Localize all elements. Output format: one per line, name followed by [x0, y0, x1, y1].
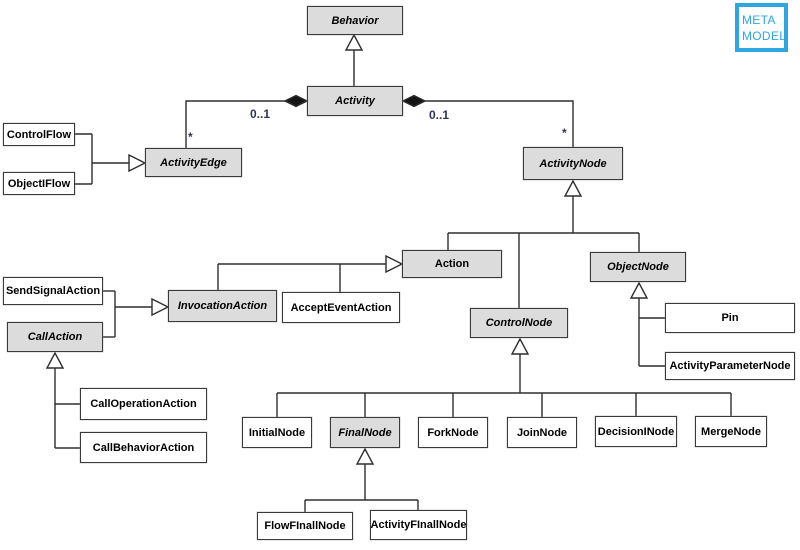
- generalization-arrow-icon: [128, 153, 147, 173]
- class-box-activitynode: ActivityNode: [523, 147, 623, 180]
- class-label: FlowFInallNode: [264, 520, 346, 532]
- class-box-objectnode: ObjectNode: [590, 252, 686, 282]
- class-label: AcceptEventAction: [290, 301, 392, 314]
- generalization-arrow-icon: [151, 297, 170, 317]
- composition-activity-activitynode: [401, 94, 574, 147]
- class-box-controlflow: ControlFlow: [3, 123, 75, 146]
- generalization-objectnode-children: [629, 281, 665, 367]
- class-box-callbehavioraction: CallBehaviorAction: [80, 432, 207, 463]
- class-label: Action: [434, 258, 470, 270]
- class-box-flowfinallnode: FlowFInallNode: [257, 512, 353, 540]
- meta-model-badge: META MODEL: [735, 3, 788, 52]
- class-label: JoinNode: [516, 426, 568, 439]
- class-box-pin: Pin: [665, 303, 795, 333]
- class-label: ObjectNode: [607, 261, 669, 273]
- generalization-activity-behavior: [344, 33, 364, 86]
- class-label: Pin: [721, 312, 739, 324]
- class-label: CallOperationAction: [90, 398, 197, 410]
- generalization-finalnode-children: [304, 447, 419, 512]
- class-box-activityparameternode: ActivityParameterNode: [665, 352, 795, 380]
- class-box-sendsignalaction: SendSignalAction: [3, 277, 103, 305]
- class-box-behavior: Behavior: [307, 6, 403, 35]
- composition-diamond-icon: [283, 94, 309, 108]
- class-box-callaction: CallAction: [7, 322, 103, 352]
- generalization-activitynode-children: [447, 179, 640, 308]
- class-box-action: Action: [402, 250, 502, 278]
- class-label: DecisionINode: [597, 425, 675, 438]
- class-box-activityfinallnode: ActivityFInallNode: [370, 510, 467, 540]
- multiplicity-edge-star: *: [188, 130, 193, 144]
- generalization-arrow-icon: [510, 337, 530, 355]
- meta-model-badge-line2: MODEL: [742, 29, 787, 43]
- class-label: CallAction: [27, 331, 83, 343]
- class-label: ActivityEdge: [160, 156, 227, 169]
- class-label: ControlNode: [485, 317, 553, 329]
- class-box-activityedge: ActivityEdge: [145, 148, 242, 177]
- generalization-arrow-icon: [563, 179, 583, 197]
- class-label: MergeNode: [701, 425, 761, 438]
- generalization-flows-activityedge: [75, 133, 147, 185]
- composition-diamond-icon: [401, 94, 427, 108]
- class-box-objectiflow: ObjectIFlow: [3, 172, 75, 195]
- composition-activity-activityedge: [185, 94, 309, 148]
- multiplicity-node-opt: 0..1: [429, 108, 450, 122]
- class-label: InvocationAction: [177, 300, 268, 312]
- class-label: Activity: [335, 95, 375, 107]
- class-label: Behavior: [331, 14, 379, 27]
- generalization-invocationaction-children: [103, 290, 170, 338]
- class-box-mergenode: MergeNode: [695, 416, 767, 447]
- meta-model-badge-line1: META: [742, 13, 776, 27]
- class-box-activity: Activity: [307, 86, 403, 116]
- generalization-arrow-icon: [355, 447, 375, 465]
- class-label: CallBehaviorAction: [92, 441, 195, 454]
- class-box-invocationaction: InvocationAction: [168, 290, 277, 322]
- generalization-action-children: [217, 254, 404, 292]
- class-label: SendSignalAction: [5, 285, 101, 297]
- generalization-callaction-children: [45, 351, 80, 449]
- class-box-initialnode: InitialNode: [242, 417, 312, 448]
- class-box-controlnode: ControlNode: [470, 308, 568, 338]
- class-label: ActivityParameterNode: [669, 360, 791, 372]
- multiplicity-edge-opt: 0..1: [250, 107, 271, 121]
- generalization-arrow-icon: [385, 254, 404, 274]
- generalization-controlnode-children: [276, 337, 732, 417]
- class-label: ForkNode: [427, 426, 479, 439]
- class-label: FinalNode: [338, 426, 392, 439]
- multiplicity-node-star: *: [562, 126, 567, 140]
- generalization-arrow-icon: [629, 281, 649, 299]
- class-box-finalnode: FinalNode: [330, 417, 400, 448]
- generalization-arrow-icon: [344, 33, 364, 51]
- class-box-forknode: ForkNode: [418, 417, 488, 448]
- class-box-joinnode: JoinNode: [507, 417, 577, 448]
- class-label: ObjectIFlow: [7, 177, 71, 190]
- class-box-accepteventaction: AcceptEventAction: [282, 292, 400, 323]
- generalization-arrow-icon: [45, 351, 65, 369]
- class-label: ActivityFInallNode: [370, 519, 467, 531]
- class-box-calloperationaction: CallOperationAction: [80, 388, 207, 420]
- class-label: ActivityNode: [539, 157, 607, 170]
- class-box-decisioninode: DecisionINode: [595, 416, 677, 447]
- class-label: InitialNode: [248, 426, 306, 439]
- class-label: ControlFlow: [6, 128, 72, 141]
